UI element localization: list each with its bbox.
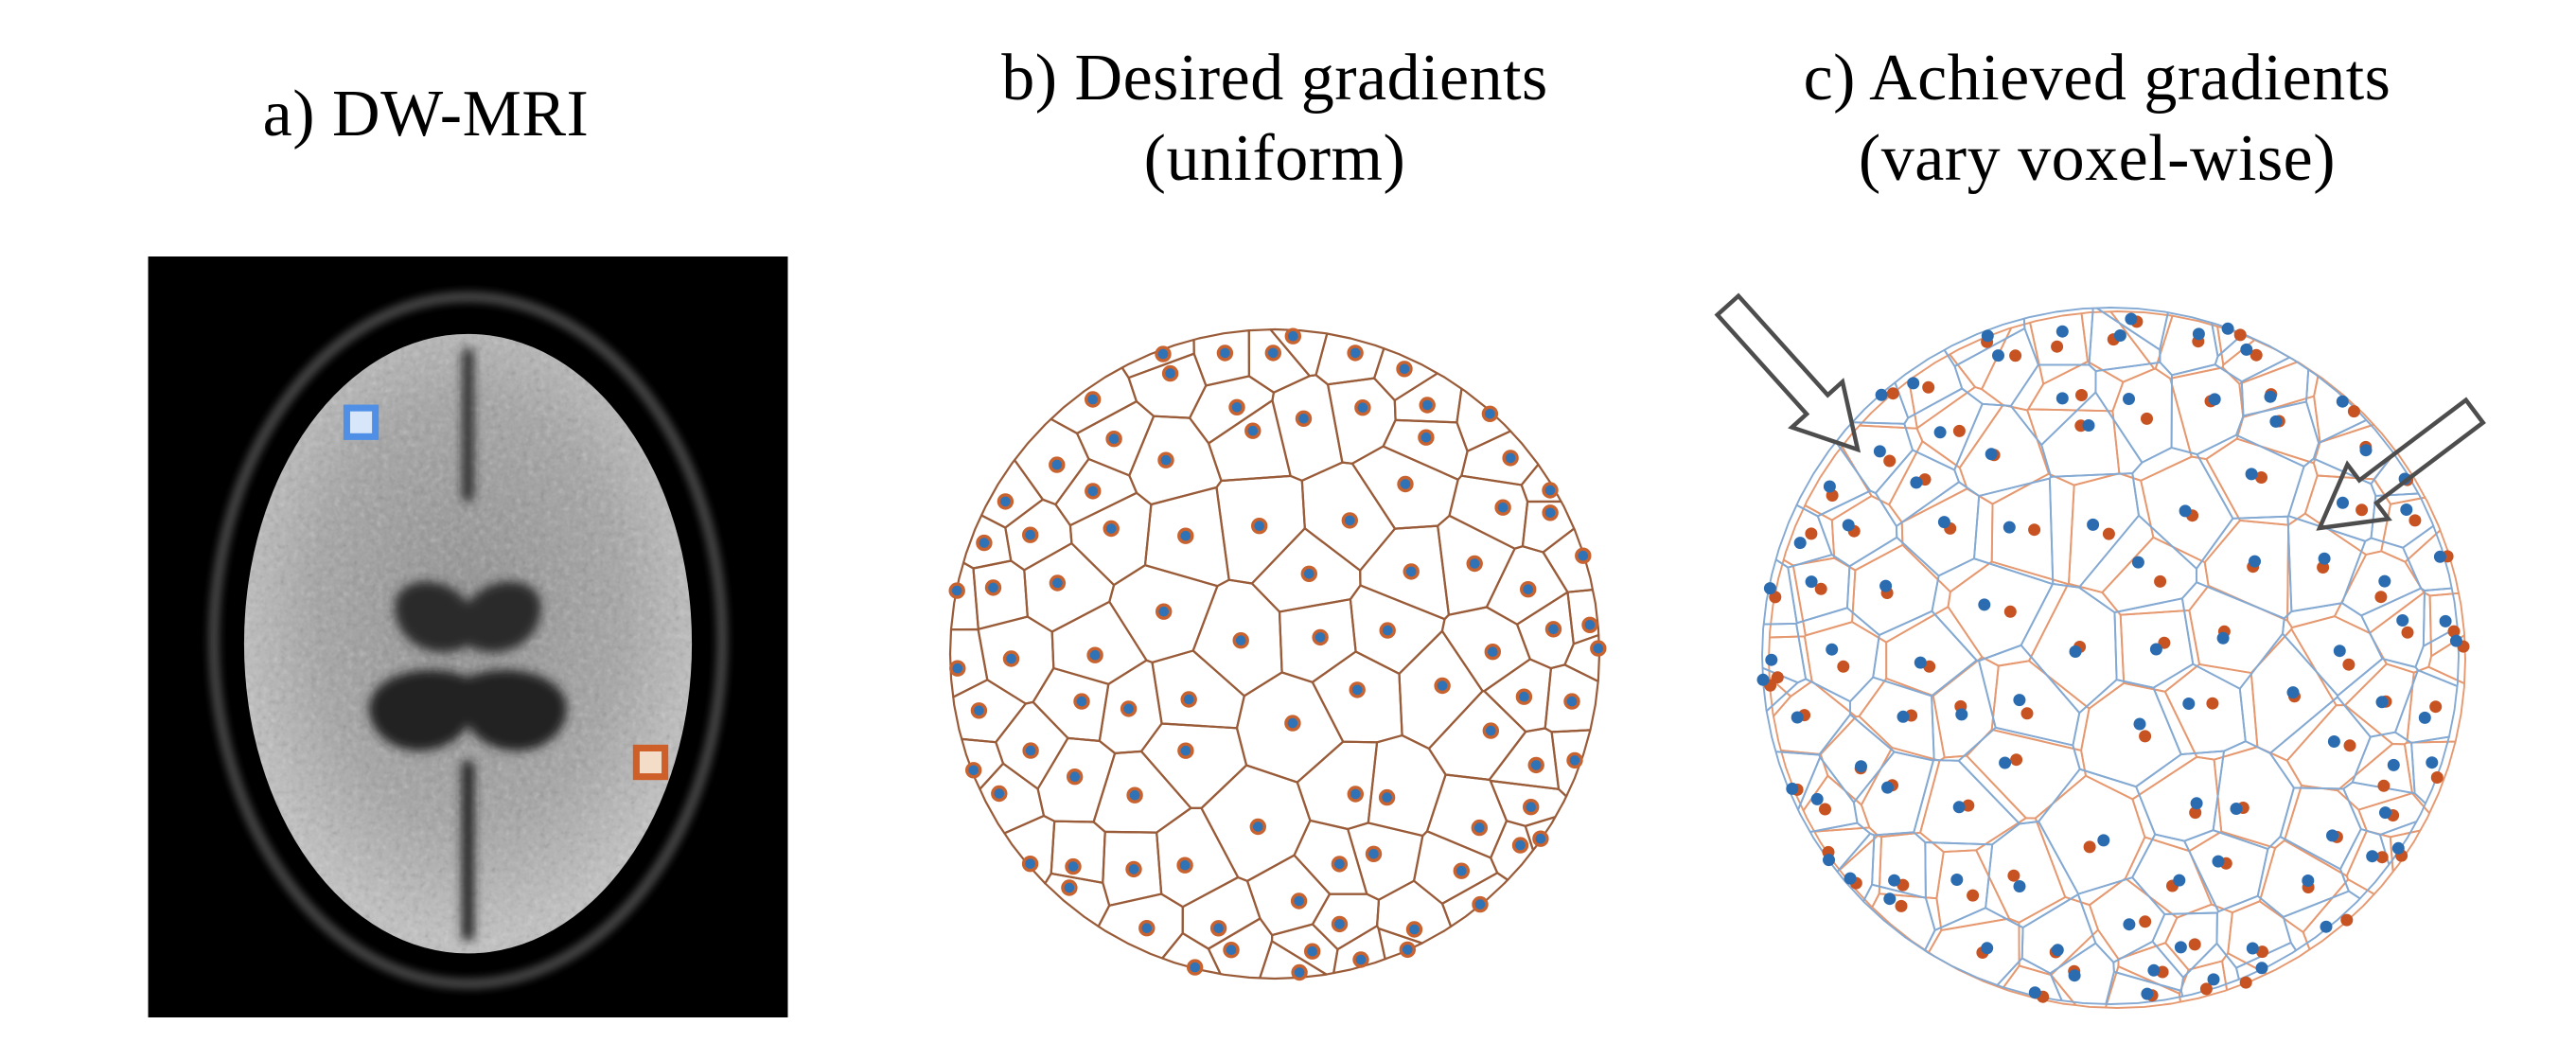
- annotation-arrow: [2316, 397, 2486, 531]
- gradient-direction-dots: [948, 327, 1607, 981]
- panel-c-title-line2: (vary voxel-wise): [1858, 122, 2337, 196]
- lateral-ventricles: [395, 581, 541, 653]
- ventricle-atria: [368, 669, 568, 751]
- roi-marker-orange: [632, 744, 669, 781]
- roi-marker-blue: [343, 404, 379, 440]
- panel-b-title-line1: b) Desired gradients: [1001, 42, 1548, 115]
- voronoi-wireframe-voxel-orange: [1768, 310, 2466, 1009]
- panel-c-title-line1: c) Achieved gradients: [1803, 42, 2391, 115]
- panel-a-title: a) DW-MRI: [262, 78, 590, 150]
- panel-b-title-line2: (uniform): [1143, 122, 1406, 196]
- achieved-gradients-sphere: [1714, 292, 2486, 1009]
- annotation-arrow: [1714, 292, 1861, 453]
- panel-b-title: b) Desired gradients (uniform): [925, 38, 1625, 200]
- voronoi-wireframe: [948, 327, 1601, 980]
- voronoi-wireframe-voxel-blue: [1761, 307, 2460, 1005]
- gradient-direction-dots-voxel-blue: [1756, 312, 2462, 1000]
- dwmri-brain-image: [148, 256, 788, 1017]
- panel-c-title: c) Achieved gradients (vary voxel-wise): [1728, 38, 2466, 200]
- desired-gradients-sphere: [948, 327, 1607, 981]
- brain-structures: [368, 348, 568, 941]
